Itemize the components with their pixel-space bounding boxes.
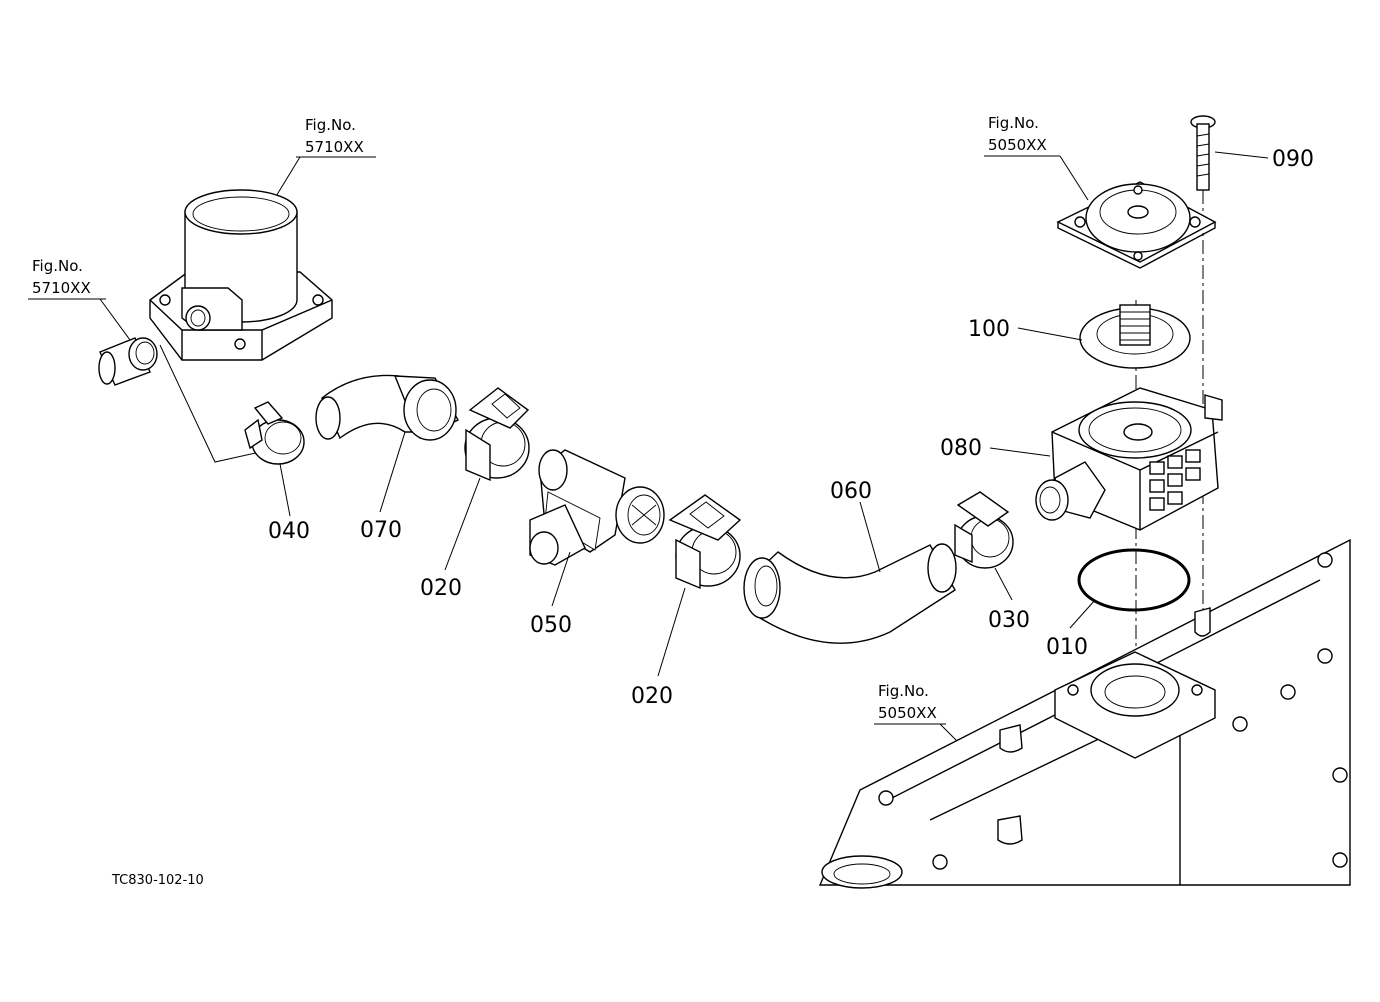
figure-ref-label: Fig.No. bbox=[878, 682, 929, 700]
temperature-sensor-050 bbox=[529, 449, 665, 566]
callout-030[interactable]: 030 bbox=[988, 567, 1030, 633]
callout-number: 030 bbox=[988, 608, 1030, 633]
callout-010[interactable]: 010 bbox=[1046, 599, 1096, 660]
callout-number: 100 bbox=[968, 317, 1010, 342]
drawing-code: TC830-102-10 bbox=[111, 873, 204, 888]
bolt-090 bbox=[1190, 115, 1216, 191]
hose-clamp-040 bbox=[244, 401, 305, 465]
figure-ref-label: Fig.No. bbox=[32, 257, 83, 275]
thermostat-100 bbox=[1079, 304, 1191, 369]
figure-ref-label: Fig.No. bbox=[305, 116, 356, 134]
callout-040[interactable]: 040 bbox=[268, 463, 310, 544]
figure-ref-number: 5710XX bbox=[32, 279, 91, 297]
figure-ref-number: 5710XX bbox=[305, 138, 364, 156]
figure-ref-number: 5050XX bbox=[988, 136, 1047, 154]
throttle-housing bbox=[149, 189, 333, 361]
callout-060[interactable]: 060 bbox=[830, 479, 881, 573]
hose-060 bbox=[743, 543, 957, 644]
hose-fitting bbox=[98, 337, 158, 386]
figure-ref-label: Fig.No. bbox=[988, 114, 1039, 132]
callout-080[interactable]: 080 bbox=[940, 436, 1051, 461]
callout-number: 010 bbox=[1046, 635, 1088, 660]
hose-070 bbox=[315, 374, 459, 441]
thermostat-cover bbox=[1056, 181, 1217, 269]
thermostat-housing-080 bbox=[1035, 387, 1223, 531]
callout-number: 040 bbox=[268, 519, 310, 544]
callout-number: 070 bbox=[360, 518, 402, 543]
hose-clamp-020-lower bbox=[668, 494, 742, 590]
figure-ref-number: 5050XX bbox=[878, 704, 937, 722]
o-ring-010 bbox=[1077, 548, 1191, 612]
callout-number: 080 bbox=[940, 436, 982, 461]
figure-ref-5050-bottom[interactable]: Fig.No. 5050XX bbox=[874, 682, 969, 753]
figure-ref-5710-top[interactable]: Fig.No. 5710XX bbox=[274, 116, 376, 199]
center-lines bbox=[159, 190, 1204, 700]
engine-head bbox=[818, 538, 1351, 889]
callout-050[interactable]: 050 bbox=[530, 551, 572, 638]
callout-090[interactable]: 090 bbox=[1214, 147, 1314, 172]
callout-number: 020 bbox=[631, 684, 673, 709]
hose-clamp-020-upper bbox=[464, 387, 530, 482]
figure-ref-5050-top[interactable]: Fig.No. 5050XX bbox=[984, 114, 1089, 201]
callout-020-upper[interactable]: 020 bbox=[420, 477, 481, 601]
callout-number: 050 bbox=[530, 613, 572, 638]
callout-number: 020 bbox=[420, 576, 462, 601]
figure-ref-5710-left[interactable]: Fig.No. 5710XX bbox=[28, 257, 131, 341]
callout-070[interactable]: 070 bbox=[360, 431, 406, 543]
callout-100[interactable]: 100 bbox=[968, 317, 1083, 342]
callout-number: 090 bbox=[1272, 147, 1314, 172]
callout-number: 060 bbox=[830, 479, 872, 504]
callout-020-lower[interactable]: 020 bbox=[631, 587, 686, 709]
hose-clamp-030 bbox=[954, 491, 1014, 569]
